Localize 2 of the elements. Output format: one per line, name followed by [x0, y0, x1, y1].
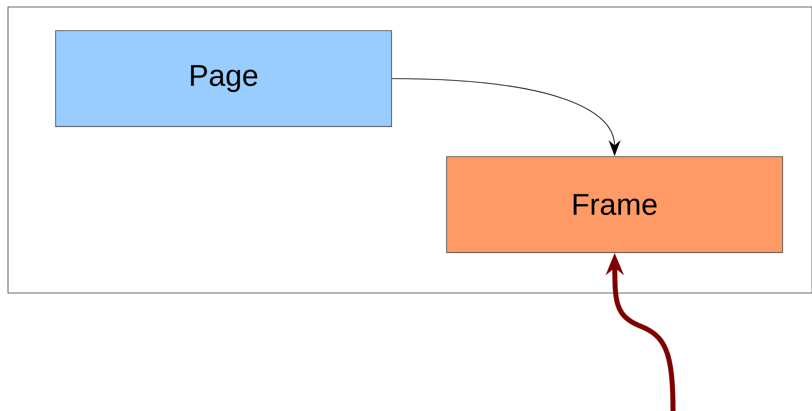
process-box: Page — [55, 30, 392, 127]
process-box: Frame — [446, 156, 783, 253]
